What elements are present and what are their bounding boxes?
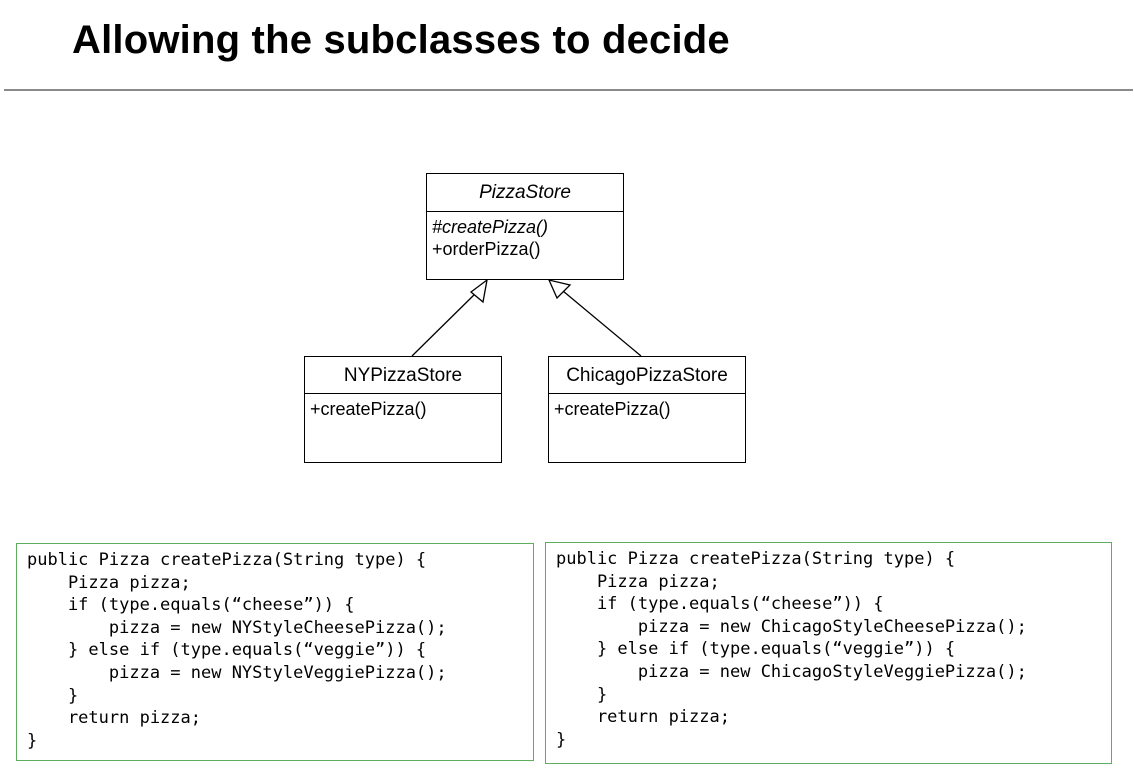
code-line: pizza = new NYStyleVeggiePizza(); xyxy=(27,662,447,683)
code-line: } else if (type.equals(“veggie”)) { xyxy=(27,640,427,661)
code-line: if (type.equals(“cheese”)) { xyxy=(27,595,355,616)
code-line: Pizza pizza; xyxy=(556,571,720,592)
code-line: pizza = new ChicagoStyleCheesePizza(); xyxy=(556,616,1027,637)
class-name: PizzaStore xyxy=(427,174,623,212)
operation: +createPizza() xyxy=(554,399,671,419)
ny-inheritance-line xyxy=(411,289,480,357)
code-panel-chicago: public Pizza createPizza(String type) { … xyxy=(545,542,1112,764)
operation: +orderPizza() xyxy=(432,239,541,259)
class-operations: #createPizza() +orderPizza() xyxy=(427,212,623,260)
code-line: pizza = new ChicagoStyleVeggiePizza(); xyxy=(556,661,1027,682)
ny-inheritance-arrowhead xyxy=(469,278,488,304)
code-line: Pizza pizza; xyxy=(27,572,191,593)
code-line: if (type.equals(“cheese”)) { xyxy=(556,594,884,615)
operation: +createPizza() xyxy=(310,399,427,419)
code-line: return pizza; xyxy=(27,708,201,729)
code-line: public Pizza createPizza(String type) { xyxy=(556,549,956,569)
class-pizzastore: PizzaStore #createPizza() +orderPizza() xyxy=(426,173,624,280)
code-line: public Pizza createPizza(String type) { xyxy=(27,550,427,570)
class-operations: +createPizza() xyxy=(305,394,501,420)
title-divider xyxy=(4,89,1133,91)
code-panel-ny: public Pizza createPizza(String type) { … xyxy=(16,543,534,761)
code-line: } xyxy=(556,729,567,750)
class-operations: +createPizza() xyxy=(549,394,745,420)
code-line: } xyxy=(27,730,38,751)
code-line: } xyxy=(27,685,79,706)
chicago-inheritance-line xyxy=(562,290,642,357)
code-line: } xyxy=(556,684,608,705)
code-line: return pizza; xyxy=(556,707,730,728)
code-line: } else if (type.equals(“veggie”)) { xyxy=(556,639,956,660)
class-chicagopizzastore: ChicagoPizzaStore +createPizza() xyxy=(548,356,746,463)
class-name: NYPizzaStore xyxy=(305,357,501,394)
slide-title: Allowing the subclasses to decide xyxy=(72,18,730,62)
code-line: pizza = new NYStyleCheesePizza(); xyxy=(27,617,447,638)
class-nypizzastore: NYPizzaStore +createPizza() xyxy=(304,356,502,463)
operation: #createPizza() xyxy=(432,217,549,237)
chicago-inheritance-arrowhead xyxy=(547,279,572,300)
class-name: ChicagoPizzaStore xyxy=(549,357,745,394)
